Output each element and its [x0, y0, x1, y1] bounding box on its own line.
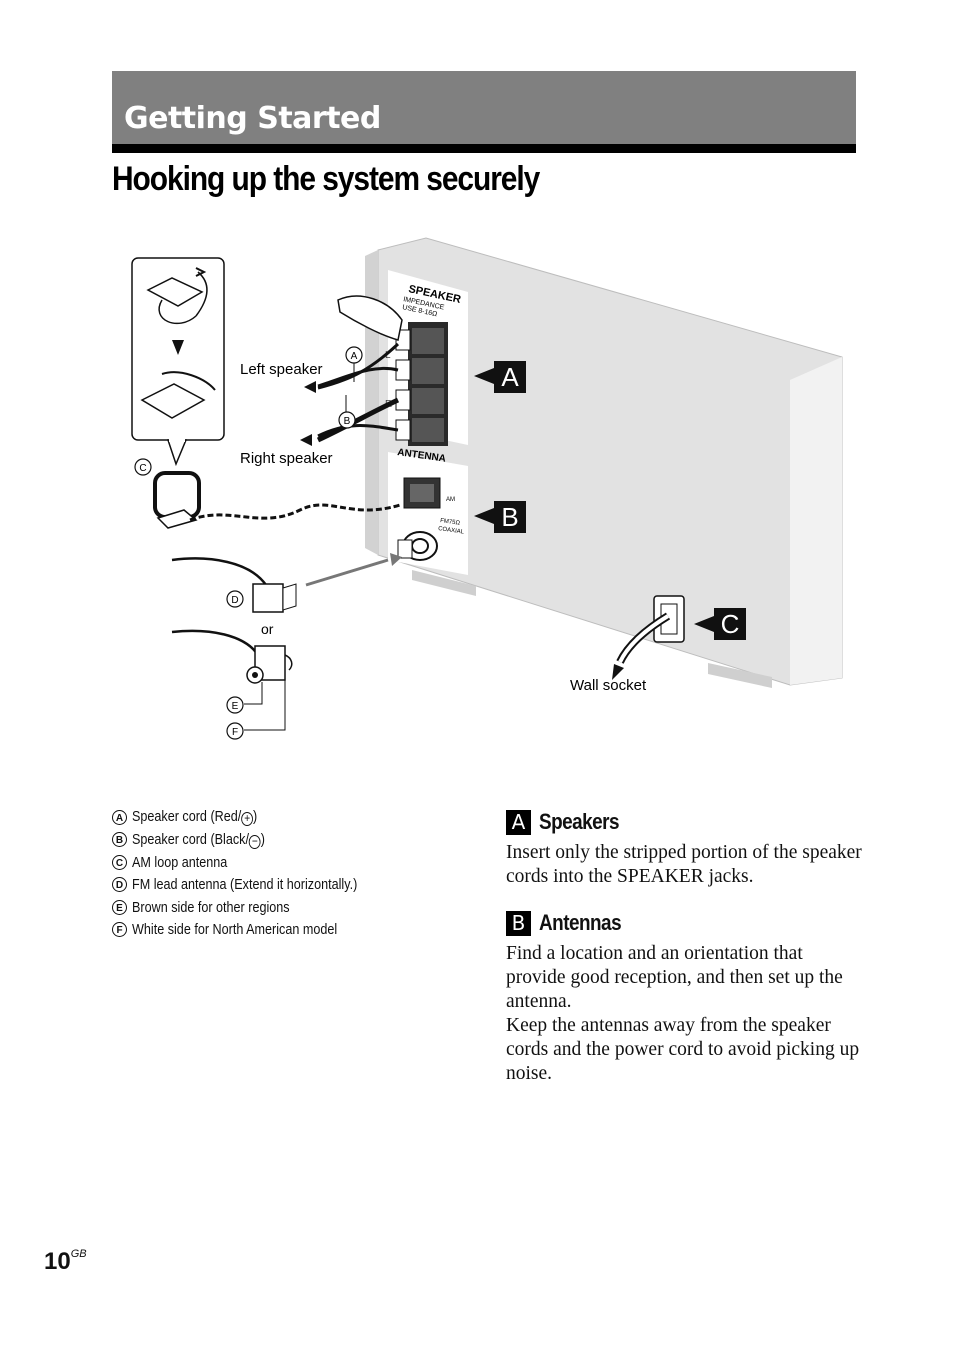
marker-c-diagram: C [134, 458, 152, 476]
fm-antenna-plug-ef [171, 629, 293, 731]
or-label: or [261, 621, 274, 637]
marker-a: A [112, 809, 127, 825]
section-header-bar: Getting Started [112, 71, 856, 153]
minus-symbol: − [248, 834, 261, 849]
svg-text:A: A [501, 362, 519, 392]
parts-legend: A Speaker cord (Red/+) B Speaker cord (B… [112, 806, 472, 941]
legend-item-b: B Speaker cord (Black/−) [112, 829, 472, 852]
fm-coaxial-jack [397, 531, 438, 561]
legend-item-f: F White side for North American model [112, 919, 472, 942]
marker-f-diagram: F [226, 722, 244, 740]
finger-illustration [337, 295, 403, 341]
antennas-section: B Antennas Find a location and an orient… [506, 909, 866, 1086]
svg-text:E: E [232, 701, 239, 712]
svg-text:B: B [344, 416, 351, 427]
fm-lead-antenna-d [171, 553, 402, 613]
callout-c: C [694, 608, 746, 640]
left-speaker-label: Left speaker [240, 361, 323, 378]
svg-text:A: A [351, 351, 358, 362]
speakers-section: A Speakers Insert only the stripped port… [506, 808, 866, 889]
legend-item-a: A Speaker cord (Red/+) [112, 806, 472, 829]
svg-text:C: C [721, 609, 740, 639]
callout-b: B [474, 501, 526, 533]
am-loop-antenna [153, 471, 401, 529]
svg-text:B: B [501, 502, 518, 532]
marker-f: F [112, 922, 127, 938]
wall-socket-label: Wall socket [570, 677, 647, 694]
marker-b-diagram: B [338, 395, 356, 429]
callout-a: A [474, 361, 526, 393]
power-cord-wall-socket [612, 595, 685, 680]
svg-text:D: D [231, 595, 238, 606]
marker-d: D [112, 877, 127, 893]
marker-b: B [112, 832, 127, 848]
speaker-terminal-block [395, 322, 448, 446]
section-header: Getting Started [124, 101, 381, 136]
marker-d-diagram: D [226, 590, 244, 608]
legend-item-d: D FM lead antenna (Extend it horizontall… [112, 874, 472, 897]
antennas-body: Find a location and an orientation that … [506, 943, 843, 1012]
speaker-cords [300, 342, 400, 446]
legend-item-e: E Brown side for other regions [112, 896, 472, 919]
marker-e-diagram: E [226, 696, 244, 714]
antennas-heading: Antennas [539, 910, 622, 935]
am-loop-inset [131, 257, 225, 467]
speakers-body: Insert only the stripped portion of the … [506, 842, 862, 887]
marker-a-diagram: A [345, 346, 363, 382]
svg-text:C: C [139, 463, 146, 474]
legend-item-c: C AM loop antenna [112, 851, 472, 874]
page-title: Hooking up the system securely [112, 160, 540, 198]
plus-symbol: + [241, 812, 254, 827]
page-number: 10GB [44, 1248, 87, 1275]
right-speaker-label: Right speaker [240, 450, 333, 467]
panel-l-marking: L [385, 350, 391, 361]
antennas-body-note: Keep the antennas away from the speaker … [506, 1015, 860, 1084]
section-letter-a: A [506, 809, 531, 835]
marker-c: C [112, 854, 127, 870]
svg-text:F: F [232, 727, 238, 738]
marker-e: E [112, 899, 127, 915]
am-antenna-jack [403, 477, 441, 509]
panel-fm-marking: FM75Ω [440, 518, 461, 527]
section-letter-b: B [506, 910, 531, 936]
panel-coaxial-marking: COAXIAL [438, 526, 465, 536]
speakers-heading: Speakers [539, 809, 620, 834]
panel-am-marking: AM [446, 497, 455, 503]
connection-diagram: SPEAKER IMPEDANCE USE 8-16Ω L R ANTENNA … [131, 237, 843, 740]
page-region-suffix: GB [70, 1248, 87, 1260]
